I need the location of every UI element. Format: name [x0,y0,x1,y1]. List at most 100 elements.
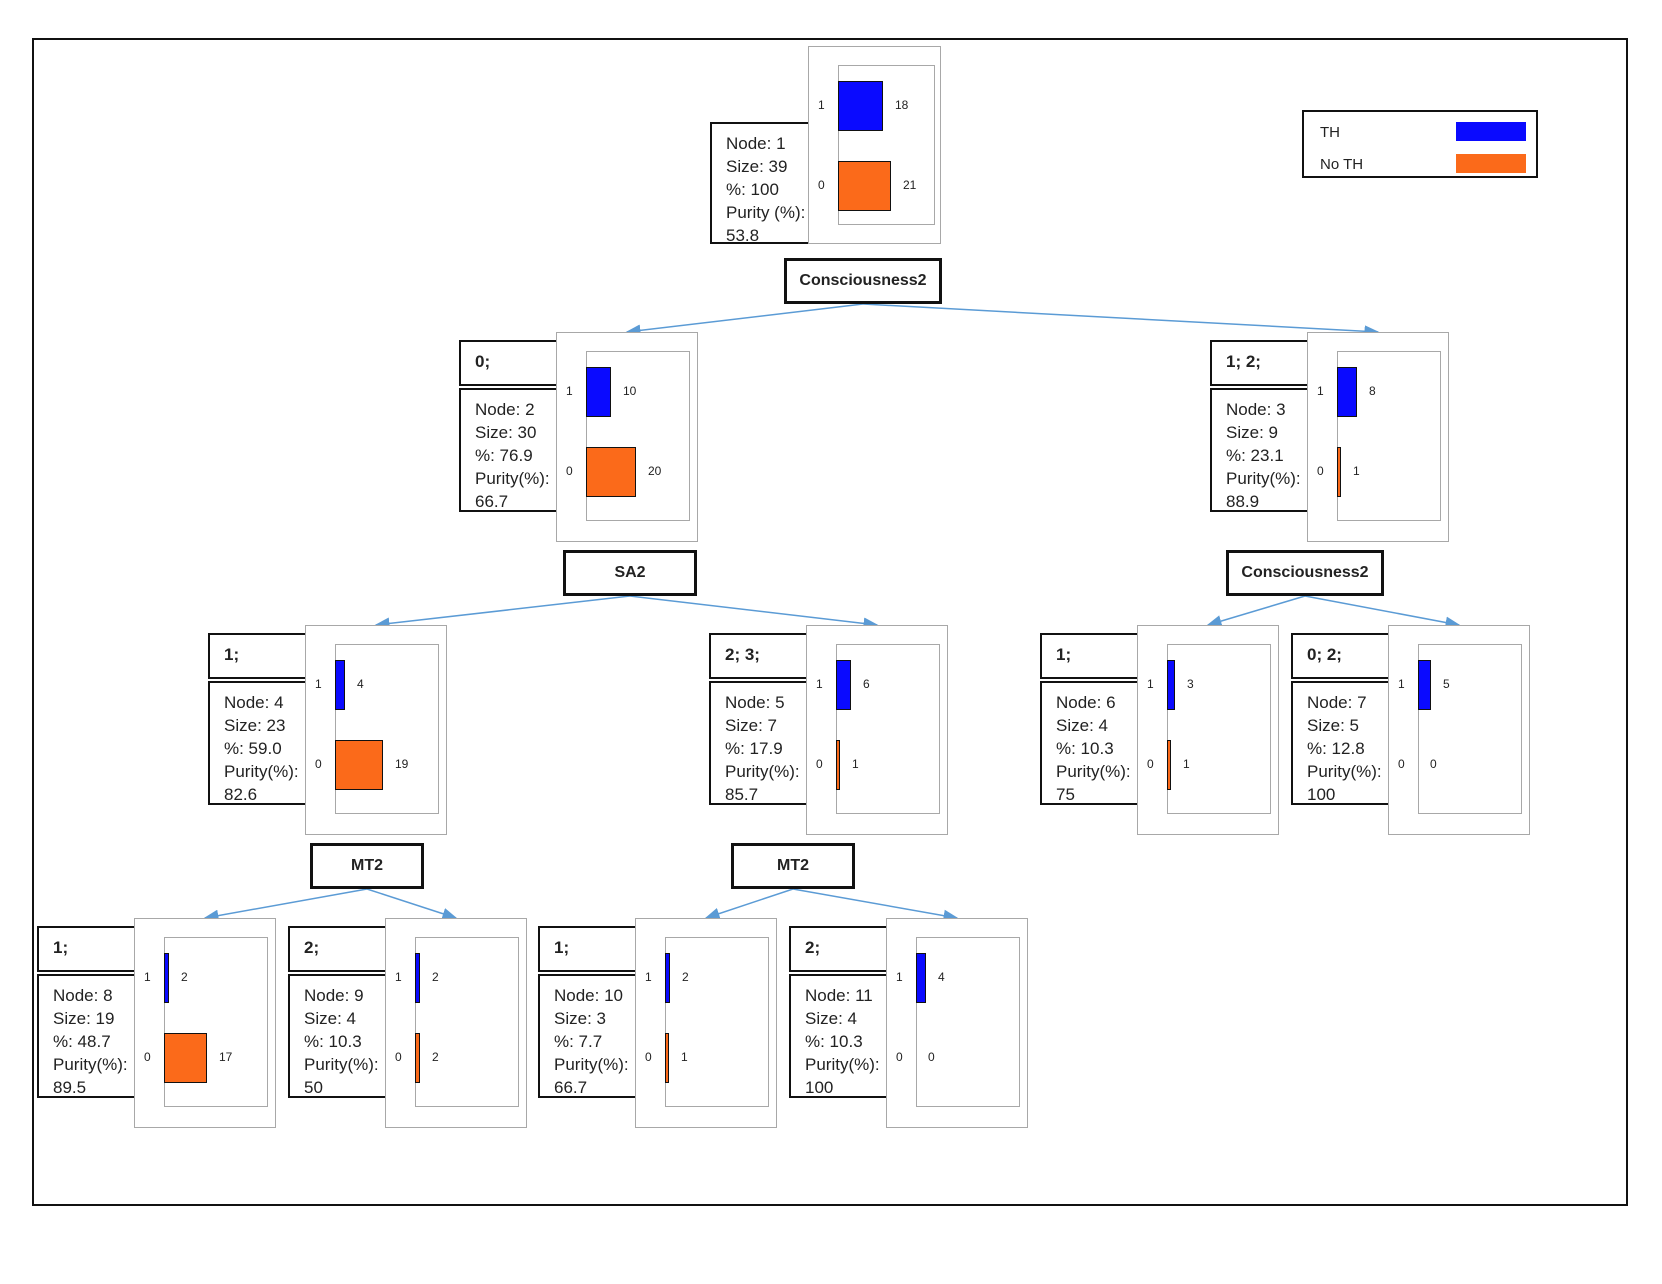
node-info-line: 75 [1056,785,1075,804]
bar-count-label: 1 [1353,464,1360,478]
bar-chart-plot-area [1167,644,1271,814]
bar-count-label: 2 [432,970,439,984]
node-info-line: %: 76.9 [475,446,533,465]
bar-category-label: 1 [315,677,322,691]
bar-count-label: 4 [938,970,945,984]
node-info-line: Purity(%): [53,1055,128,1074]
edge-2-to-5 [629,595,879,630]
node-info-line: Purity(%): [475,469,550,488]
bar-th [1167,660,1175,710]
node-info-line: 66.7 [475,492,509,511]
node-info-line: Size: 4 [304,1009,356,1028]
bar-chart-plot-area [164,937,268,1107]
node-info-line: Node: 11 [805,986,873,1005]
bar-count-label: 2 [181,970,188,984]
bar-category-label: 0 [896,1050,903,1064]
bar-count-label: 6 [863,677,870,691]
bar-category-label: 0 [816,757,823,771]
bar-chart-plot-area [665,937,769,1107]
node-info-line: 100 [805,1078,834,1097]
bar-count-label: 1 [1183,757,1190,771]
bar-no-th [836,740,840,790]
node-info-line: Size: 4 [1056,716,1108,735]
node-info-line: Size: 3 [554,1009,606,1028]
node-info-line: Size: 9 [1226,423,1278,442]
node-info-line: 82.6 [224,785,258,804]
bar-count-label: 20 [648,464,662,478]
bar-chart-plot-area [415,937,519,1107]
diagram-frame [32,38,1628,1206]
bar-category-label: 0 [395,1050,402,1064]
node-info-line: Node: 7 [1307,693,1367,712]
legend-label-no-th: No TH [1320,156,1364,173]
bar-category-label: 1 [395,970,402,984]
node-info-line: Purity (%): [726,203,806,222]
bar-chart-plot-area [335,644,439,814]
bar-count-label: 10 [623,384,637,398]
node-info-line: Node: 6 [1056,693,1116,712]
node-info-line: %: 10.3 [805,1032,863,1051]
node-info-line: %: 12.8 [1307,739,1365,758]
edge-3-to-6 [1206,595,1306,627]
edge-4-to-8 [203,888,368,922]
bar-th [1337,367,1357,417]
bar-count-label: 1 [852,757,859,771]
legend-swatch-th [1456,122,1526,141]
bar-no-th [335,740,383,790]
bar-category-label: 0 [645,1050,652,1064]
node-info-line: Node: 3 [1226,400,1286,419]
bar-th [586,367,611,417]
bar-category-label: 0 [315,757,322,771]
node-info-line: %: 10.3 [1056,739,1114,758]
node-info-line: %: 7.7 [554,1032,603,1051]
node-info-line: %: 59.0 [224,739,282,758]
node-info-line: Size: 19 [53,1009,115,1028]
bar-count-label: 0 [1430,757,1437,771]
split-variable-box: MT2 [310,843,424,889]
bar-count-label: 2 [682,970,689,984]
node-info-line: Purity(%): [554,1055,629,1074]
bar-chart-plot-area [838,65,935,225]
node-info-line: Size: 4 [805,1009,857,1028]
bar-no-th [838,161,891,211]
bar-th [1418,660,1431,710]
bar-category-label: 1 [1147,677,1154,691]
node-info-line: Size: 23 [224,716,286,735]
bar-count-label: 1 [681,1050,688,1064]
bar-category-label: 1 [818,98,825,112]
node-info-line: Purity(%): [1056,762,1131,781]
split-variable-box: MT2 [731,843,855,889]
bar-no-th [1167,740,1171,790]
bar-count-label: 5 [1443,677,1450,691]
node-info-line: %: 23.1 [1226,446,1284,465]
bar-category-label: 0 [818,178,825,192]
node-bar-chart: 1 4 0 0 [886,918,1028,1128]
node-info-line: Node: 1 [726,134,786,153]
bar-th [335,660,345,710]
bar-count-label: 21 [903,178,917,192]
bar-chart-plot-area [916,937,1020,1107]
node-info-line: %: 10.3 [304,1032,362,1051]
node-info-line: 89.5 [53,1078,87,1097]
bar-count-label: 0 [928,1050,935,1064]
edge-2-to-4 [374,595,631,630]
node-info-line: Node: 4 [224,693,284,712]
edge-4-to-9 [366,888,458,920]
bar-category-label: 1 [645,970,652,984]
edge-1-to-2 [625,303,864,337]
node-info-line: Purity(%): [1226,469,1301,488]
node-info-line: Size: 30 [475,423,537,442]
bar-category-label: 1 [896,970,903,984]
node-info-line: %: 17.9 [725,739,783,758]
bar-count-label: 8 [1369,384,1376,398]
node-info-line: Purity(%): [1307,762,1382,781]
bar-count-label: 3 [1187,677,1194,691]
